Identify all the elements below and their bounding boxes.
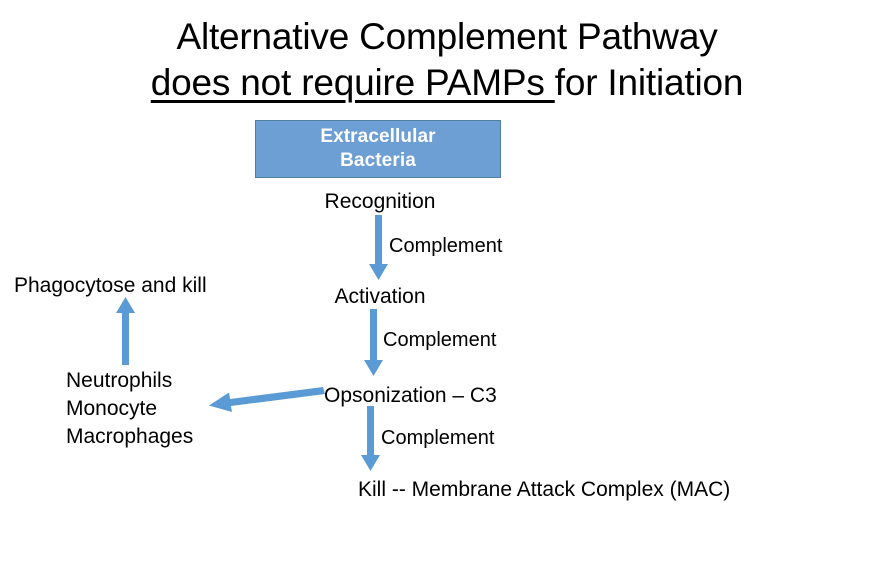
arrow-activation-to-opsonization (364, 309, 383, 376)
arrow-cells-to-phagocytose (116, 297, 135, 365)
effector-cell-list: Neutrophils Monocyte Macrophages (66, 367, 193, 451)
source-box-line-2: Bacteria (340, 150, 416, 171)
title-line-2-rest: for Initiation (554, 62, 744, 103)
source-box-line-1: Extracellular (320, 126, 436, 147)
edge-label-complement-3: Complement (381, 427, 495, 449)
arrow-opsonization-to-cells (209, 387, 325, 412)
title-line-2: does not require PAMPs for Initiation (0, 60, 894, 106)
cell-type-item: Monocyte (66, 397, 158, 420)
flow-step-activation: Activation (334, 285, 426, 308)
page-title: Alternative Complement Pathway does not … (0, 14, 894, 106)
outcome-phagocytose-and-kill: Phagocytose and kill (14, 274, 207, 297)
cell-type-item: Neutrophils (66, 369, 173, 392)
edge-label-complement-2: Complement (383, 329, 497, 351)
flow-step-membrane-attack-complex: Kill -- Membrane Attack Complex (MAC) (358, 478, 731, 501)
cell-type-item: Macrophages (66, 425, 194, 448)
edge-label-complement-1: Complement (389, 235, 503, 257)
flow-step-recognition: Recognition (324, 190, 436, 213)
title-emphasis: does not require PAMPs (150, 62, 555, 103)
extracellular-bacteria-box: Extracellular Bacteria (255, 120, 501, 178)
flow-step-opsonization: Opsonization – C3 (324, 384, 497, 407)
arrow-recognition-to-activation (369, 215, 388, 280)
title-line-1: Alternative Complement Pathway (176, 16, 718, 57)
arrow-opsonization-to-mac (361, 406, 380, 471)
